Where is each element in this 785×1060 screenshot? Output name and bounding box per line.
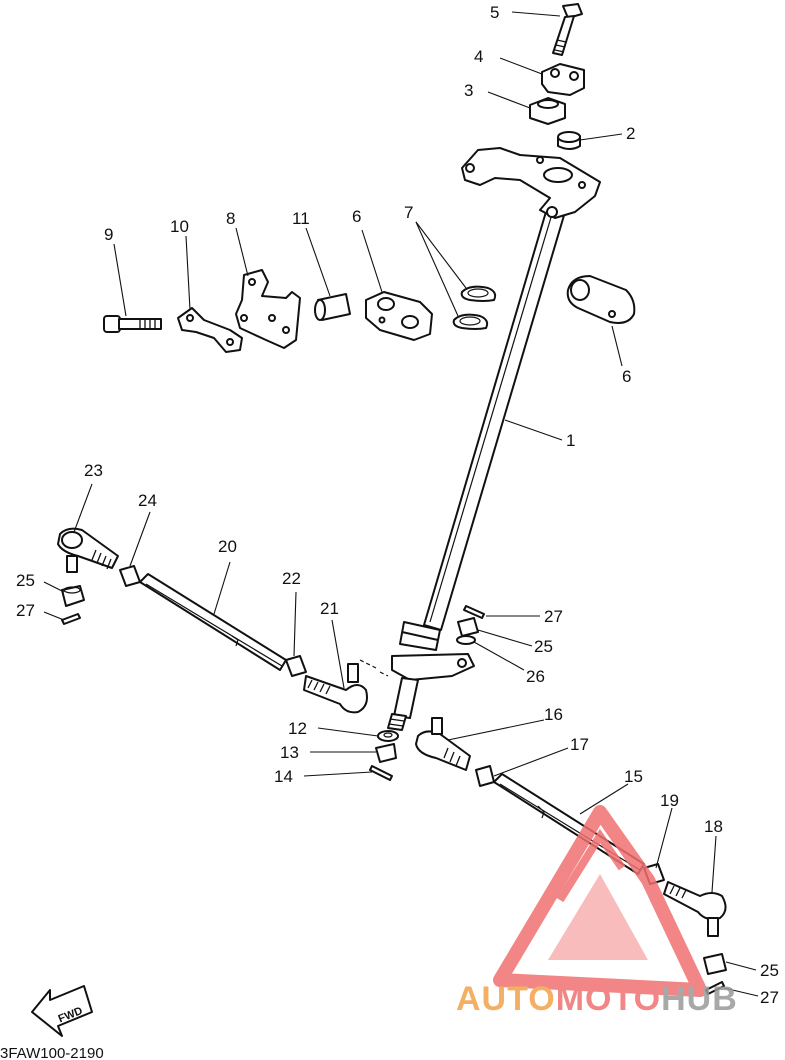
holder-part-4 xyxy=(541,63,585,96)
cotter-pin-part-27-mid xyxy=(463,605,485,619)
bushing-part-2 xyxy=(557,131,581,150)
cotter-pin-part-27-left xyxy=(61,613,81,625)
callout-9: 9 xyxy=(104,225,113,244)
tie-rod-end-part-18 xyxy=(663,881,727,937)
washer-part-12 xyxy=(377,730,399,742)
callout-27-left: 27 xyxy=(16,601,35,620)
column-top-bracket xyxy=(461,147,601,219)
circlip-part-7 xyxy=(452,285,497,330)
tie-rod-end-part-23 xyxy=(57,527,119,573)
steering-column-shaft xyxy=(387,204,566,731)
holder-part-6-left xyxy=(365,291,433,341)
callout-20: 20 xyxy=(218,537,237,556)
callout-17: 17 xyxy=(570,735,589,754)
cotter-pin-part-27-right xyxy=(705,981,725,995)
callout-14: 14 xyxy=(274,767,293,786)
callout-13: 13 xyxy=(280,743,299,762)
holder-part-6-right xyxy=(566,275,636,324)
callout-18: 18 xyxy=(704,817,723,836)
castle-nut-part-25-left xyxy=(61,585,85,607)
lock-plate-part-10 xyxy=(177,307,243,353)
watermark-logo: AUTOMOTOHUB xyxy=(456,805,738,1018)
watermark-triangle-inner xyxy=(548,874,648,960)
leader-lines xyxy=(43,11,759,997)
watermark-text-hub: HUB xyxy=(661,980,738,1018)
bolt-part-5 xyxy=(552,3,583,56)
callout-26: 26 xyxy=(526,667,545,686)
callout-4: 4 xyxy=(474,47,483,66)
watermark-text-auto: AUTO xyxy=(456,980,556,1018)
callout-10: 10 xyxy=(170,217,189,236)
callout-27-right: 27 xyxy=(760,988,779,1007)
castle-nut-part-25-right xyxy=(703,953,727,975)
svg-text:AUTOMOTOHUB: AUTOMOTOHUB xyxy=(456,980,738,1018)
callout-11: 11 xyxy=(292,209,310,228)
nut-part-17 xyxy=(475,765,495,787)
callout-23: 23 xyxy=(84,461,103,480)
castle-nut-part-25-mid xyxy=(457,617,479,637)
callout-12: 12 xyxy=(288,719,307,738)
callout-22: 22 xyxy=(282,569,301,588)
collar-part-11 xyxy=(314,293,351,321)
callout-15: 15 xyxy=(624,767,643,786)
diagram-code: 3FAW100-2190 xyxy=(0,1045,104,1060)
fwd-arrow: FWD xyxy=(31,985,93,1037)
callout-27-mid: 27 xyxy=(544,607,563,626)
callout-6-right: 6 xyxy=(622,367,631,386)
callout-6-left: 6 xyxy=(352,207,361,226)
callout-25-left: 25 xyxy=(16,571,35,590)
callout-16: 16 xyxy=(544,705,563,724)
callout-19: 19 xyxy=(660,791,679,810)
callout-21: 21 xyxy=(320,599,339,618)
callout-5: 5 xyxy=(490,3,499,22)
callout-2: 2 xyxy=(626,124,635,143)
watermark-triangle-outer xyxy=(493,805,707,997)
callout-1: 1 xyxy=(566,431,575,450)
callout-24: 24 xyxy=(138,491,157,510)
castle-nut-part-13 xyxy=(375,743,397,763)
washer-part-26 xyxy=(456,635,476,645)
tie-rod-part-20 xyxy=(139,573,287,671)
callout-8: 8 xyxy=(226,209,235,228)
bolt-part-9 xyxy=(103,315,162,333)
holder-part-3 xyxy=(529,97,566,125)
callout-25-right: 25 xyxy=(760,961,779,980)
cotter-pin-part-14 xyxy=(369,765,393,781)
nut-part-24 xyxy=(119,565,141,587)
watermark-text-moto: MOTO xyxy=(556,980,661,1018)
callout-7: 7 xyxy=(404,203,413,222)
bracket-part-8 xyxy=(235,269,301,349)
tie-rod-end-part-16 xyxy=(415,717,471,771)
nut-part-22 xyxy=(285,655,307,677)
callout-3: 3 xyxy=(464,81,473,100)
callout-25-mid: 25 xyxy=(534,637,553,656)
tie-rod-end-part-21 xyxy=(303,663,368,714)
callout-numbers: 1 2 3 4 5 6 6 7 8 9 10 11 12 13 14 15 16… xyxy=(16,3,723,836)
